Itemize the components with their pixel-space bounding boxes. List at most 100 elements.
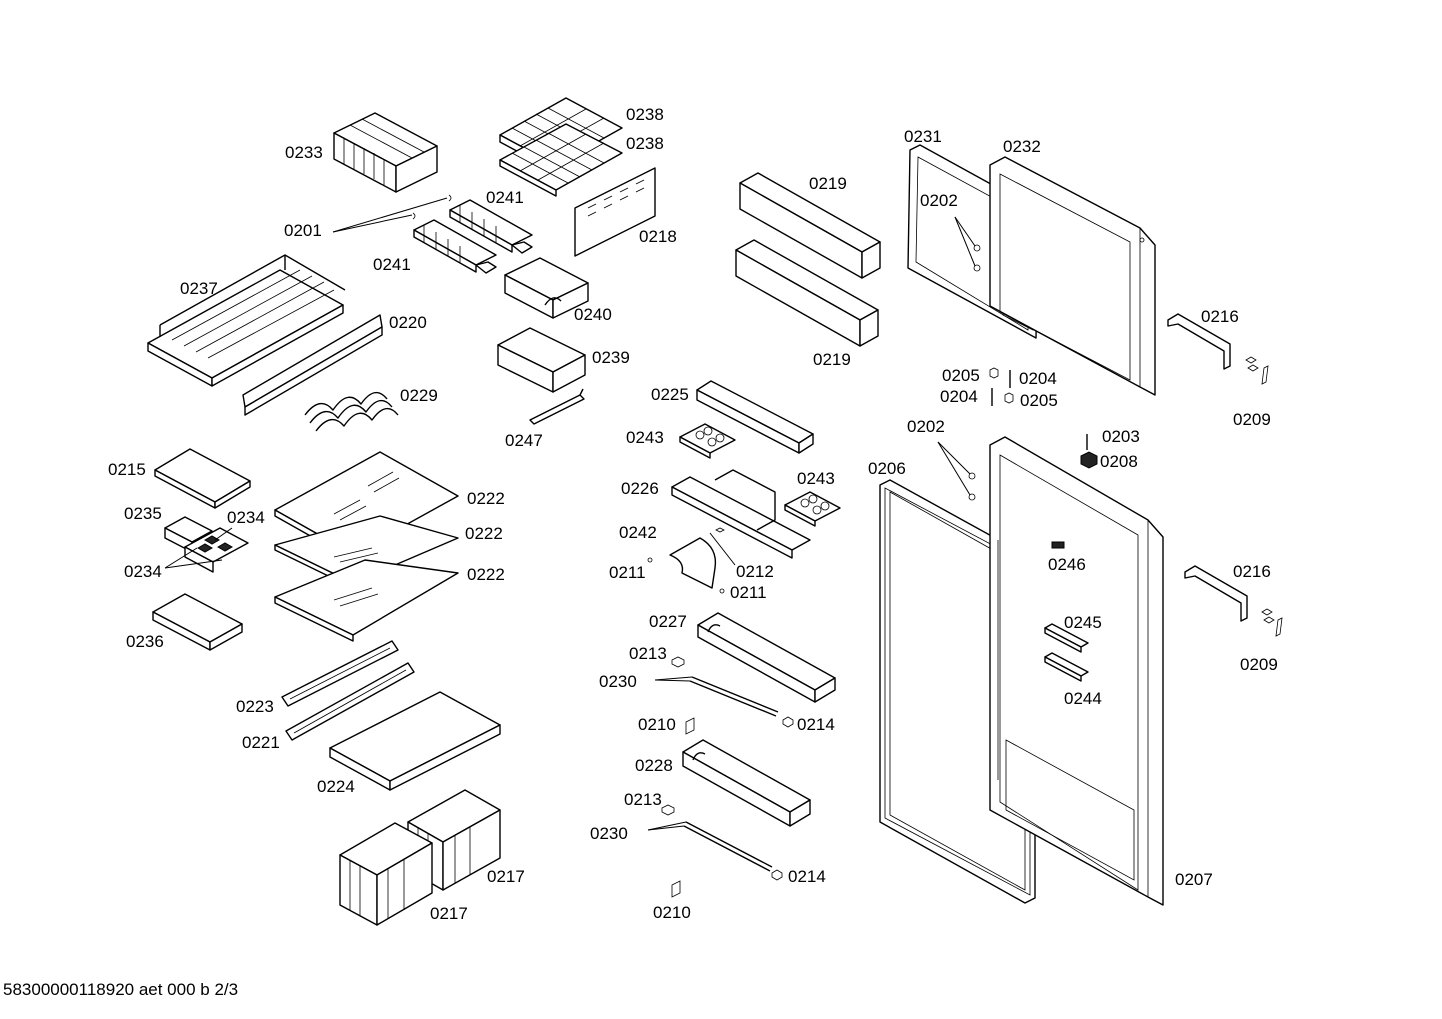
label-0224: 0224 [317, 777, 355, 796]
label-0207: 0207 [1175, 870, 1213, 889]
part-0234-egg-cups [184, 527, 249, 573]
part-labels: 0233 0238 0238 0241 0201 0218 0241 0237 … [108, 105, 1278, 923]
label-0201: 0201 [284, 221, 322, 240]
label-0217: 0217 [430, 904, 468, 923]
label-0223: 0223 [236, 697, 274, 716]
label-0226: 0226 [621, 479, 659, 498]
part-0219-bin-lower [735, 239, 879, 347]
label-0210: 0210 [638, 715, 676, 734]
part-0211-pin-b [719, 588, 725, 594]
label-0220: 0220 [389, 313, 427, 332]
part-0206-fridge-gasket [879, 479, 1036, 904]
part-0223-strip [281, 640, 399, 707]
label-0222: 0222 [465, 524, 503, 543]
label-0234: 0234 [227, 508, 265, 527]
part-0209-screw-b [1261, 608, 1275, 624]
part-0222-shelf-3 [274, 559, 459, 642]
part-0226-egg-shelf [671, 469, 811, 559]
part-0209-screw-a [1245, 356, 1259, 372]
label-0214: 0214 [797, 715, 835, 734]
label-0208: 0208 [1100, 452, 1138, 471]
part-0214-cap-a [782, 716, 794, 728]
part-0236-small-tray [152, 593, 243, 651]
label-0216: 0216 [1233, 562, 1271, 581]
part-0208-block [1080, 451, 1098, 469]
part-0240-ice-holder [504, 257, 589, 319]
label-0221: 0221 [242, 733, 280, 752]
part-0243-egg-holder-2 [784, 491, 841, 527]
label-0237: 0237 [180, 279, 218, 298]
label-0241: 0241 [486, 188, 524, 207]
part-0216-handle-upper [1167, 313, 1231, 370]
part-0232-freezer-door [989, 156, 1156, 396]
part-0227-door-bin [697, 612, 836, 703]
part-0214-cap-b [771, 869, 783, 881]
label-0229: 0229 [400, 386, 438, 405]
label-0215: 0215 [108, 460, 146, 479]
label-0230: 0230 [599, 672, 637, 691]
label-0217: 0217 [487, 867, 525, 886]
part-0243-egg-holder-1 [679, 423, 736, 459]
part-0211-pin-a [647, 557, 653, 563]
part-0229-wave [304, 391, 399, 432]
part-0228-door-bin [682, 739, 811, 827]
label-0213: 0213 [624, 790, 662, 809]
part-0215-tray [154, 448, 251, 509]
label-0242: 0242 [619, 523, 657, 542]
part-0224-cover [329, 691, 501, 791]
part-0210-clip-a [685, 717, 695, 735]
label-0212: 0212 [736, 562, 774, 581]
label-0231: 0231 [904, 127, 942, 146]
label-0209: 0209 [1240, 655, 1278, 674]
part-0213-cap-a [671, 656, 685, 668]
label-0204: 0204 [1019, 369, 1057, 388]
part-0230-rail-lower [683, 821, 773, 872]
label-0228: 0228 [635, 756, 673, 775]
label-0232: 0232 [1003, 137, 1041, 156]
part-0230-rail-upper [689, 676, 779, 717]
label-0205: 0205 [942, 366, 980, 385]
label-0202: 0202 [907, 417, 945, 436]
part-0241-ice-tray-lower [413, 219, 497, 274]
part-0205-nut-a [989, 367, 999, 379]
part-0212-pin [715, 527, 725, 533]
label-0205: 0205 [1020, 391, 1058, 410]
label-0244: 0244 [1064, 689, 1102, 708]
part-0225-small-bin [696, 380, 814, 454]
label-0211: 0211 [730, 583, 767, 602]
label-0211: 0211 [609, 563, 646, 582]
part-0220-front-strip [242, 314, 383, 416]
label-0219: 0219 [813, 350, 851, 369]
label-0216: 0216 [1201, 307, 1239, 326]
leader-lines [164, 197, 976, 831]
part-0205-nut-b [1004, 392, 1014, 404]
part-0239-box [497, 327, 586, 393]
label-0239: 0239 [592, 348, 630, 367]
part-0233-louvre-block [333, 112, 438, 193]
label-0246: 0246 [1048, 555, 1086, 574]
label-0233: 0233 [285, 143, 323, 162]
label-0222: 0222 [467, 565, 505, 584]
label-0210: 0210 [653, 903, 691, 922]
label-0227: 0227 [649, 612, 687, 631]
label-0247: 0247 [505, 431, 543, 450]
part-0247-clip [529, 388, 585, 425]
drawing-reference: 58300000118920 aet 000 b 2/3 [3, 980, 239, 999]
part-0242-flap [669, 537, 717, 589]
part-0213-cap-b [661, 804, 675, 816]
label-0235: 0235 [124, 504, 162, 523]
label-0240: 0240 [574, 305, 612, 324]
label-0238: 0238 [626, 105, 664, 124]
label-0225: 0225 [651, 385, 689, 404]
label-0243: 0243 [797, 469, 835, 488]
label-0202: 0202 [920, 191, 958, 210]
part-0209-clip-b [1275, 617, 1283, 637]
part-0237-drawer [147, 254, 346, 387]
label-0214: 0214 [788, 867, 826, 886]
label-0204: 0204 [940, 387, 978, 406]
label-0206: 0206 [868, 459, 906, 478]
part-0244-hinge-plate [1044, 652, 1089, 682]
label-0222: 0222 [467, 489, 505, 508]
label-0234: 0234 [124, 562, 162, 581]
